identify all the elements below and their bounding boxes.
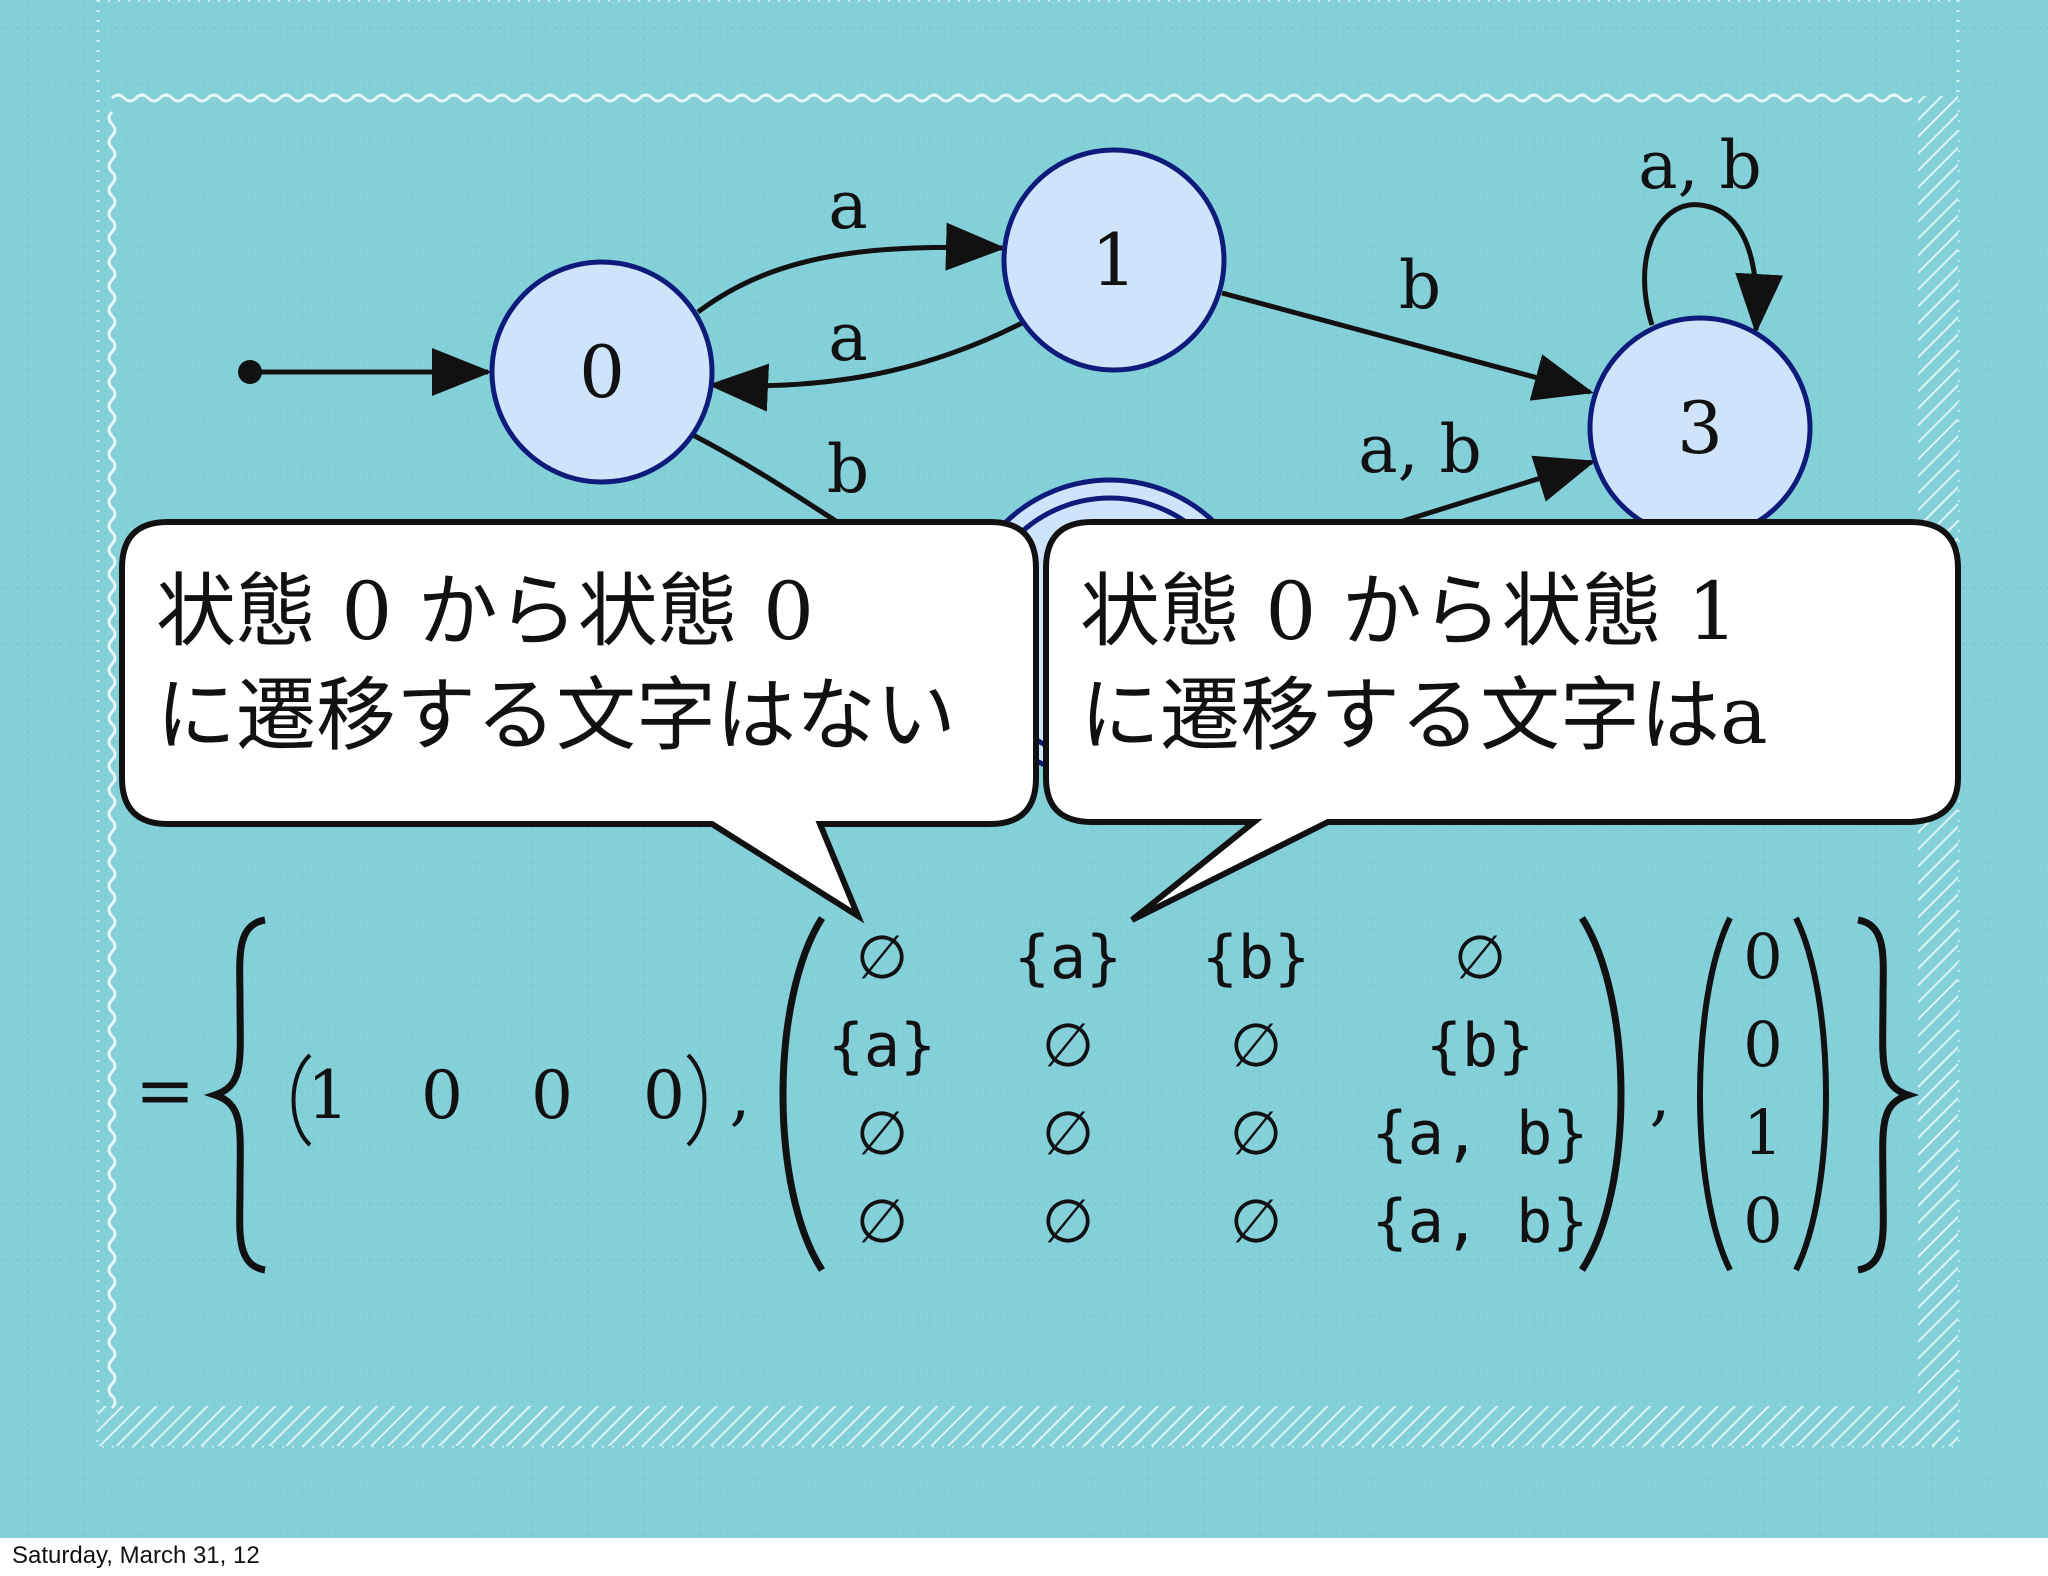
edge-label-0-2: b: [827, 431, 869, 508]
edge-label-1-0: a: [828, 299, 867, 376]
automaton-diagram: 0 1 3 a a b b a, b a, b = 1: [119, 127, 1961, 1274]
callout-left-line2: に遷移する文字はない: [156, 669, 956, 762]
matrix-cell: ∅: [1230, 1099, 1282, 1169]
set-open-brace: [203, 916, 266, 1274]
callout-left-line1: 状態 0 から状態 0: [156, 565, 815, 658]
matrix-cell: {a}: [828, 1011, 936, 1081]
callout-right-text: 状態 0 から状態 1 に遷移する文字はa: [1080, 560, 1768, 768]
callout-right-line1: 状態 0 から状態 1: [1080, 565, 1739, 658]
callout-right-line2: に遷移する文字はa: [1080, 669, 1768, 762]
matrix-cell: {b}: [1202, 923, 1310, 993]
column-vector-entry: 0: [1743, 1008, 1782, 1081]
edge-0-1: [696, 222, 1006, 314]
matrix-cell: ∅: [1230, 1011, 1282, 1081]
state-0-label: 0: [579, 330, 625, 414]
callout-left-text: 状態 0 から状態 0 に遷移する文字はない: [156, 560, 956, 768]
matrix-close-paren: [1579, 916, 1625, 1272]
matrix-cell: {a}: [1014, 923, 1122, 993]
matrix-cell: ∅: [856, 1187, 908, 1257]
comma: ,: [1650, 1057, 1671, 1134]
state-1: 1: [1001, 147, 1227, 373]
edge-1-3: [1221, 290, 1594, 401]
column-vector-open-paren: [1697, 916, 1733, 1272]
state-0: 0: [489, 259, 715, 485]
matrix-cell: ∅: [1042, 1187, 1094, 1257]
equals-sign: =: [135, 1048, 195, 1132]
matrix-cell: {a, b}: [1372, 1099, 1589, 1169]
edge-3-3: [1642, 202, 1784, 334]
state-1-label: 1: [1091, 218, 1137, 302]
matrix-cell: ∅: [1230, 1187, 1282, 1257]
row-vector-entry: 0: [421, 1057, 463, 1134]
row-vector-entry: 0: [643, 1057, 685, 1134]
row-vector-entry: 0: [531, 1057, 573, 1134]
edge-label-0-1: a: [828, 167, 867, 244]
edge-label-1-3: b: [1399, 247, 1441, 324]
transition-matrix: ∅ {a} {b} ∅ {a} ∅ ∅ {b} ∅ ∅ ∅ {a, b} ∅ ∅ ∅ {a, b}: [828, 923, 1589, 1257]
column-vector-entry: 1: [1743, 1096, 1782, 1169]
matrix-cell: ∅: [856, 923, 908, 993]
matrix-cell: ∅: [856, 1099, 908, 1169]
matrix-cell: ∅: [1454, 923, 1506, 993]
edge-label-3-3: a, b: [1638, 127, 1762, 204]
callout-right-bubble: [1043, 519, 1961, 923]
row-vector-open-paren: [291, 1053, 312, 1147]
row-vector-close-paren: [686, 1053, 707, 1147]
matrix-open-paren: [779, 916, 825, 1272]
row-vector-entry: 1: [307, 1057, 349, 1134]
column-vector-entry: 0: [1743, 920, 1782, 993]
state-3: 3: [1587, 315, 1813, 541]
state-3-label: 3: [1677, 386, 1723, 470]
edge-label-2-3: a, b: [1358, 411, 1482, 488]
matrix-cell: ∅: [1042, 1099, 1094, 1169]
comma: ,: [730, 1057, 751, 1134]
set-close-brace: [1857, 916, 1920, 1274]
callout-left-bubble: [119, 519, 1039, 924]
column-vector-entry: 0: [1743, 1184, 1782, 1257]
edge-1-0: [708, 320, 1024, 412]
matrix-cell: {b}: [1426, 1011, 1534, 1081]
matrix-cell: ∅: [1042, 1011, 1094, 1081]
slide: 0 1 3 a a b b a, b a, b = 1: [0, 0, 2048, 1538]
footer-date: Saturday, March 31, 12: [12, 1542, 260, 1569]
edge-2-3: [1399, 455, 1596, 525]
column-vector-close-paren: [1793, 916, 1829, 1272]
matrix-cell: {a, b}: [1372, 1187, 1589, 1257]
